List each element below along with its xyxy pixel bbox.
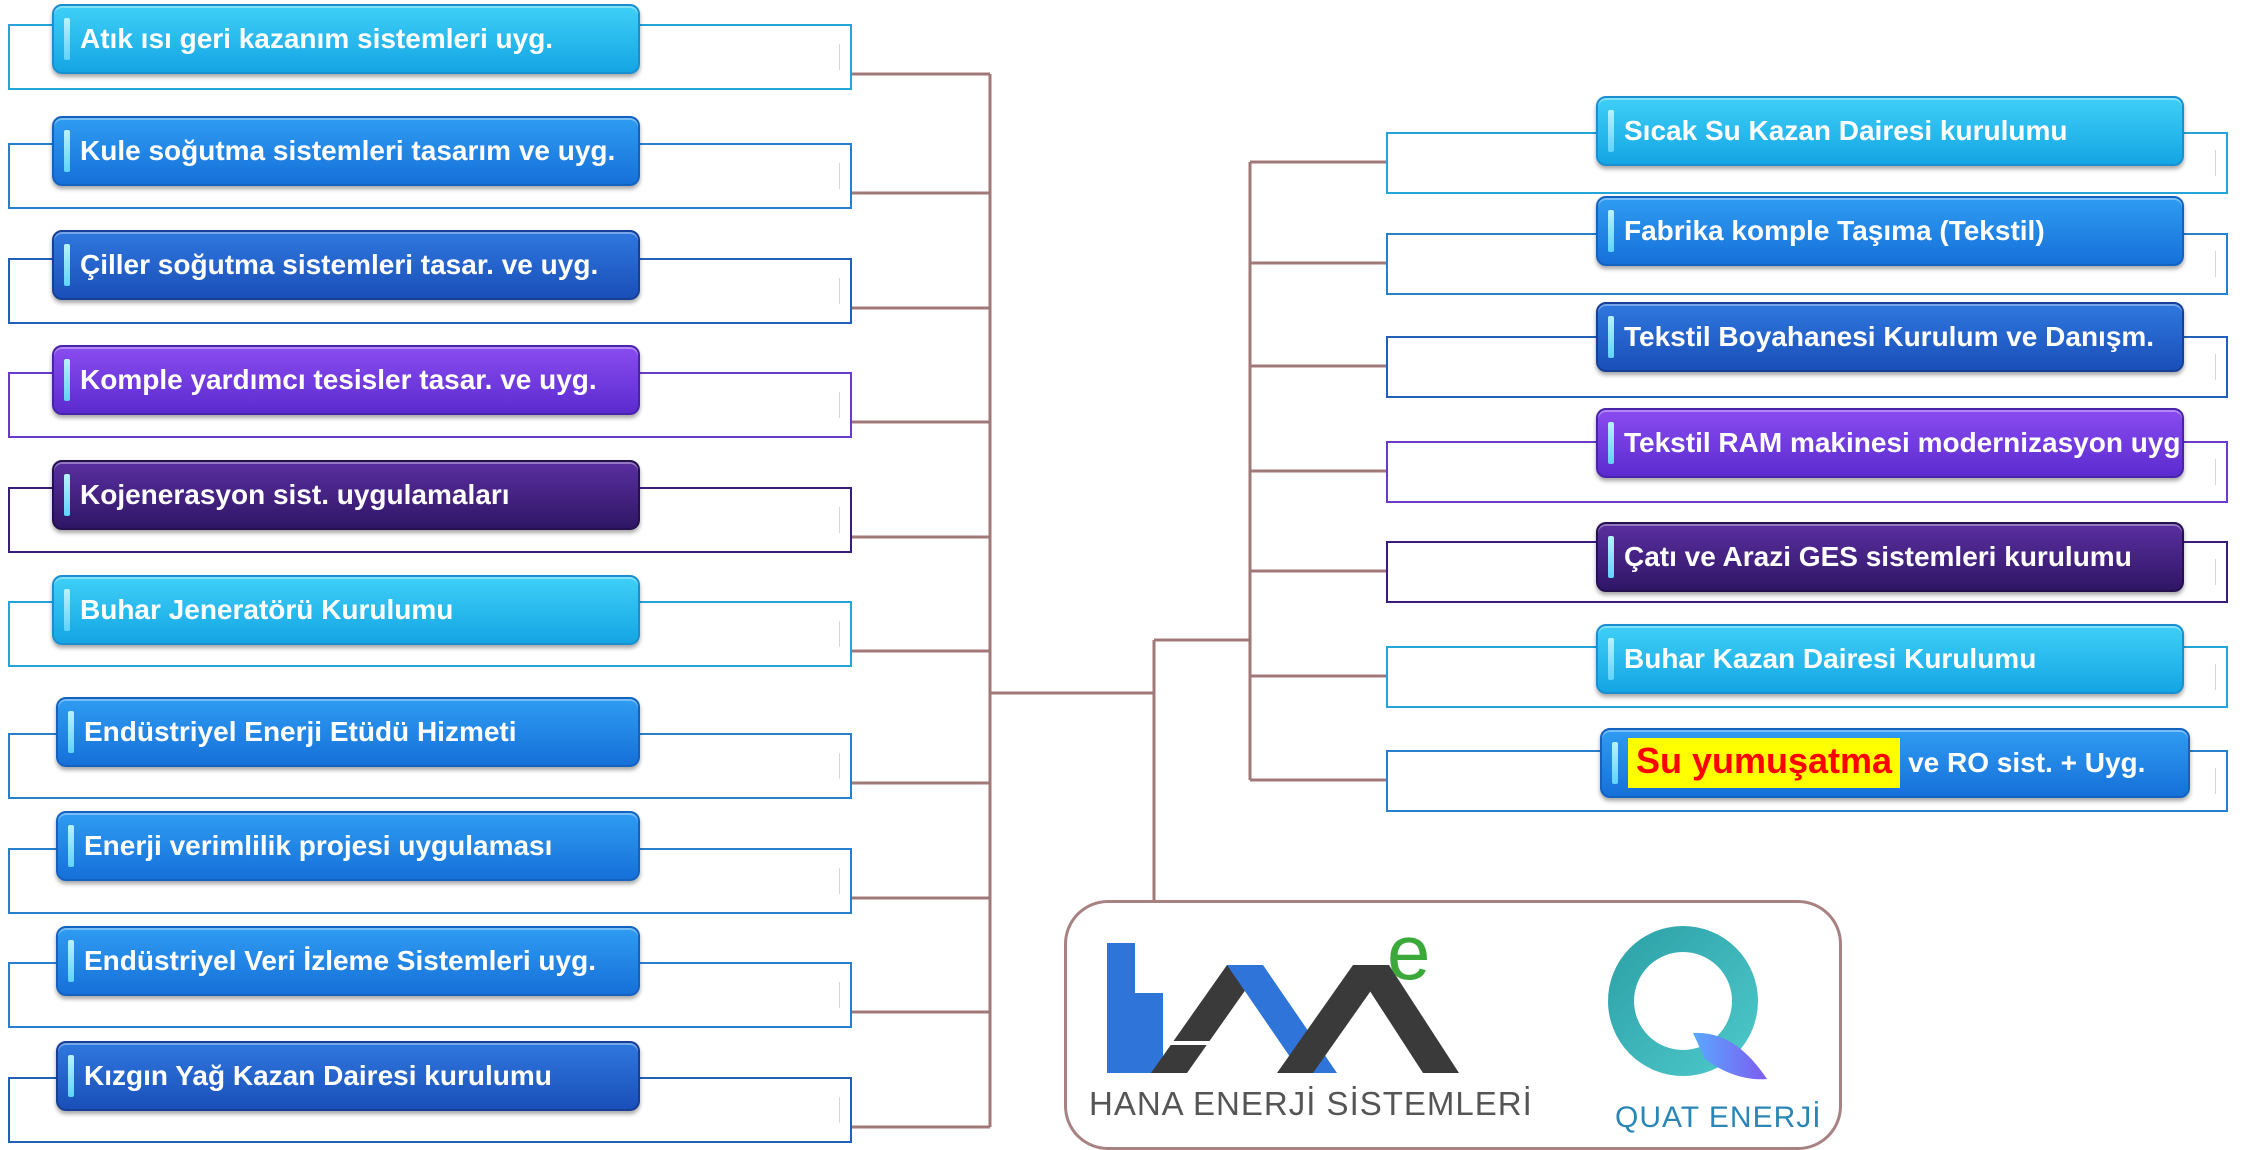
highlighted-text: Su yumuşatma [1628,738,1901,788]
frame-divider [2215,559,2216,585]
left-service-button[interactable]: Atık ısı geri kazanım sistemleri uyg. [52,4,640,74]
left-service-label: Buhar Jeneratörü Kurulumu [80,594,454,625]
right-service-label: Sıcak Su Kazan Dairesi kurulumu [1624,115,2068,146]
left-service-label: Kızgın Yağ Kazan Dairesi kurulumu [84,1060,552,1091]
left-service-button[interactable]: Çiller soğutma sistemleri tasar. ve uyg. [52,230,640,300]
left-service-button[interactable]: Buhar Jeneratörü Kurulumu [52,575,640,645]
right-service-label: Tekstil Boyahanesi Kurulum ve Danışm. [1624,321,2155,352]
pill-accent-icon [64,18,70,60]
frame-divider [839,278,840,304]
right-service-button[interactable]: Tekstil Boyahanesi Kurulum ve Danışm. [1596,302,2184,372]
left-service-label: Komple yardımcı tesisler tasar. ve uyg. [80,364,597,395]
logo-panel: e HANA ENERJİ SİSTEMLERİ QUAT ENERJİ [1064,900,1842,1150]
pill-accent-icon [68,825,74,867]
pill-accent-icon [64,589,70,631]
left-service-label: Endüstriyel Enerji Etüdü Hizmeti [84,716,517,747]
right-service-label: Çatı ve Arazi GES sistemleri kurulumu [1624,541,2132,572]
frame-divider [839,753,840,779]
hana-logo-caption: HANA ENERJİ SİSTEMLERİ [1089,1085,1533,1122]
frame-divider [2215,150,2216,176]
frame-divider [839,163,840,189]
hana-logo-icon [1107,943,1459,1073]
right-service-label: Fabrika komple Taşıma (Tekstil) [1624,215,2045,246]
right-service-label: Tekstil RAM makinesi modernizasyon uyg. [1624,427,2184,458]
frame-divider [2215,664,2216,690]
left-service-label: Çiller soğutma sistemleri tasar. ve uyg. [80,249,599,280]
left-service-label: Atık ısı geri kazanım sistemleri uyg. [80,23,554,54]
left-service-label: Kule soğutma sistemleri tasarım ve uyg. [80,135,616,166]
left-service-button[interactable]: Endüstriyel Veri İzleme Sistemleri uyg. [56,926,640,996]
pill-accent-icon [1608,638,1614,680]
pill-accent-icon [68,940,74,982]
frame-divider [839,392,840,418]
pill-accent-icon [64,244,70,286]
frame-divider [2215,354,2216,380]
frame-divider [839,1097,840,1123]
right-service-button[interactable]: Çatı ve Arazi GES sistemleri kurulumu [1596,522,2184,592]
frame-divider [839,44,840,70]
quat-logo-caption: QUAT ENERJİ [1615,1101,1822,1134]
pill-accent-icon [1608,110,1614,152]
right-service-button[interactable]: Tekstil RAM makinesi modernizasyon uyg. [1596,408,2184,478]
pill-accent-icon [1608,316,1614,358]
hana-logo-superscript: e [1387,908,1431,996]
left-service-button[interactable]: Kojenerasyon sist. uygulamaları [52,460,640,530]
pill-accent-icon [68,1055,74,1097]
left-service-label: Enerji verimlilik projesi uygulaması [84,830,553,861]
left-service-button[interactable]: Kızgın Yağ Kazan Dairesi kurulumu [56,1041,640,1111]
pill-accent-icon [68,711,74,753]
left-service-button[interactable]: Kule soğutma sistemleri tasarım ve uyg. [52,116,640,186]
pill-accent-icon [1612,742,1618,784]
pill-accent-icon [1608,536,1614,578]
right-service-button[interactable]: Sıcak Su Kazan Dairesi kurulumu [1596,96,2184,166]
frame-divider [2215,459,2216,485]
frame-divider [839,982,840,1008]
left-service-label: Endüstriyel Veri İzleme Sistemleri uyg. [84,945,596,976]
frame-divider [839,868,840,894]
left-service-label: Kojenerasyon sist. uygulamaları [80,479,510,510]
right-service-button[interactable]: Buhar Kazan Dairesi Kurulumu [1596,624,2184,694]
pill-accent-icon [1608,422,1614,464]
frame-divider [2215,251,2216,277]
right-service-button[interactable]: Fabrika komple Taşıma (Tekstil) [1596,196,2184,266]
frame-divider [839,507,840,533]
left-service-button[interactable]: Komple yardımcı tesisler tasar. ve uyg. [52,345,640,415]
quat-logo-icon [1608,926,1767,1080]
pill-accent-icon [64,474,70,516]
right-service-label: Buhar Kazan Dairesi Kurulumu [1624,643,2037,674]
right-service-label: ve RO sist. + Uyg. [1908,747,2146,778]
pill-accent-icon [1608,210,1614,252]
left-service-button[interactable]: Endüstriyel Enerji Etüdü Hizmeti [56,697,640,767]
frame-divider [2215,768,2216,794]
frame-divider [839,621,840,647]
pill-accent-icon [64,359,70,401]
left-service-button[interactable]: Enerji verimlilik projesi uygulaması [56,811,640,881]
pill-accent-icon [64,130,70,172]
